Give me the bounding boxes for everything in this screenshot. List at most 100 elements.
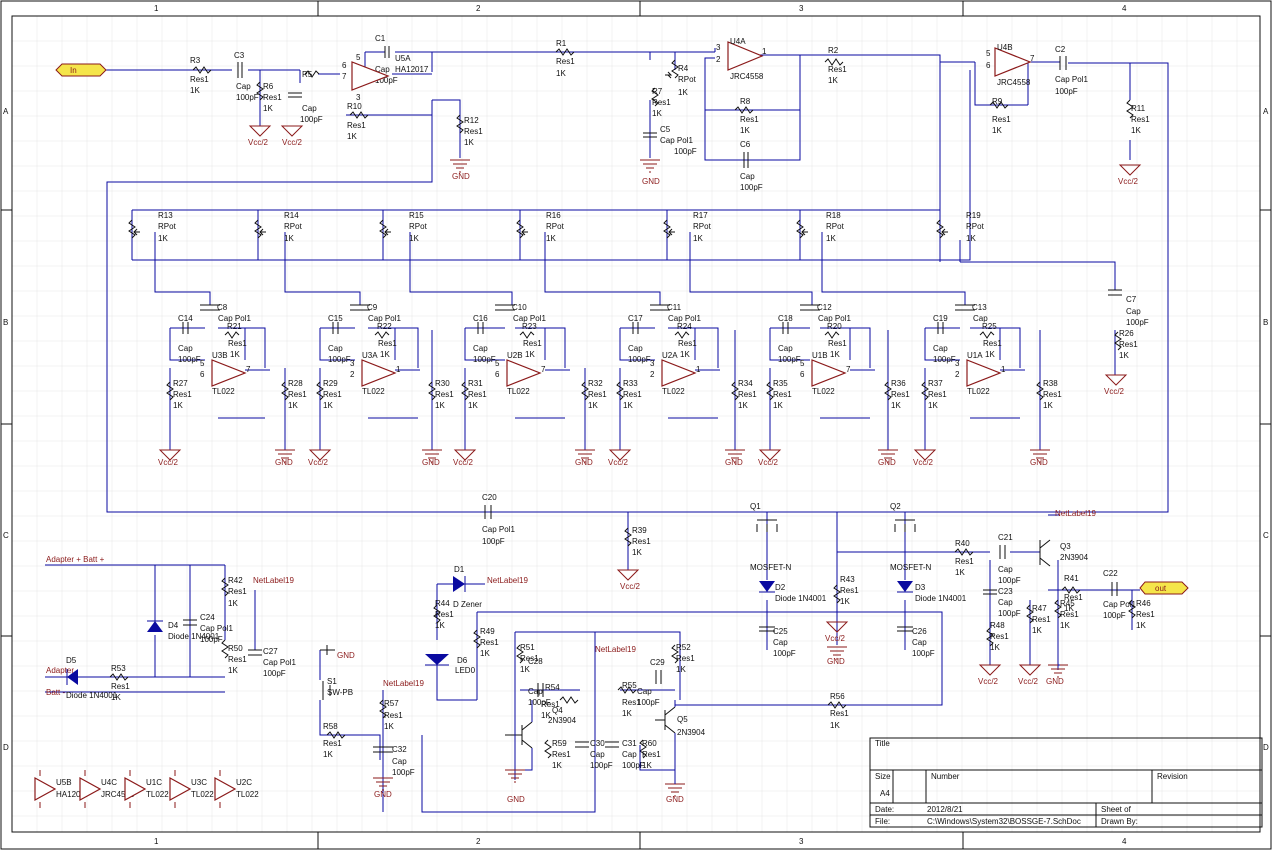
part-r4: R4 RPot 1K [665, 59, 697, 97]
filter-c-ref: C19 [933, 314, 948, 323]
filter-r1-ref: R37 [928, 379, 943, 388]
u4a-ref: U4A [730, 37, 746, 46]
filter-rf-type: Res1 [228, 339, 247, 348]
drawn-by-label: Drawn By: [1101, 817, 1138, 826]
filter-c-value: 100pF [628, 355, 651, 364]
c5-type: Cap Pol1 [660, 136, 693, 145]
part-d2: D2 Diode 1N4001 [759, 581, 827, 603]
power-unit-part: TL022 [236, 790, 259, 799]
part-r10: R10 Res1 1K [347, 102, 369, 141]
r17-ref: R17 [693, 211, 708, 220]
net-out-port: out [1139, 581, 1189, 595]
filter-c-type: Cap [933, 344, 948, 353]
part-r8: R8 Res1 1K [734, 97, 759, 135]
part-r43: R43 Res1 1K Vcc/2 GND [825, 575, 859, 666]
vcc2-label: Vcc/2 [1018, 677, 1039, 686]
filter-rf-type: Res1 [378, 339, 397, 348]
r13-ref: R13 [158, 211, 173, 220]
power-unit-ref: U3C [191, 778, 207, 787]
filter-r2-ref: R30 [435, 379, 450, 388]
filter-c-type: Cap [178, 344, 193, 353]
r10-type: Res1 [347, 121, 366, 130]
filter-pin2: 2 [955, 370, 960, 379]
part-r48: R48 Res1 1K [986, 621, 1009, 652]
part-q5: Q5 2N3904 [655, 706, 706, 737]
c26-type: Cap [912, 638, 927, 647]
c30-value: 100pF [590, 761, 613, 770]
d4-ref: D4 [168, 621, 179, 630]
filter-rf-value: 1K [985, 350, 995, 359]
r51-type: Res1 [520, 654, 539, 663]
vcc2-label: Vcc/2 [158, 458, 179, 467]
c31-ref: C31 [622, 739, 637, 748]
part-r52: R52 Res1 1K [671, 643, 695, 674]
r48-type: Res1 [990, 632, 1009, 641]
r57-ref: R57 [384, 699, 399, 708]
filter-r2-type: Res1 [435, 390, 454, 399]
gnd-label: GND [642, 177, 660, 186]
r9-ref: R9 [992, 97, 1003, 106]
r2-value: 1K [828, 76, 838, 85]
power-units-row: U5BHA12017U4CJRC4558U1CTL022U3CTL022U2CT… [34, 770, 259, 808]
r8-value: 1K [740, 126, 750, 135]
filter-rf-value: 1K [380, 350, 390, 359]
power-unit-part: HA12017 [56, 790, 90, 799]
q5-ref: Q5 [677, 715, 688, 724]
filter-cp-ref: C8 [217, 303, 228, 312]
filter-r2-value: 1K [891, 401, 901, 410]
filter-c-type: Cap [328, 344, 343, 353]
r15-ref: R15 [409, 211, 424, 220]
r40-ref: R40 [955, 539, 970, 548]
svg-text:7: 7 [342, 72, 347, 81]
filter-cp-type: Cap [973, 314, 988, 323]
r40-type: Res1 [955, 557, 974, 566]
filter-pinout: 7 [541, 365, 546, 374]
filter-cp-ref: C13 [972, 303, 987, 312]
number-label: Number [931, 772, 960, 781]
filter-rf-ref: R20 [827, 322, 842, 331]
filter-cp-type: Cap Pol1 [668, 314, 701, 323]
c6-type: Cap [740, 172, 755, 181]
filter-pinout: 7 [246, 365, 251, 374]
filter-cp-ref: C9 [367, 303, 378, 312]
filter-rf-ref: R21 [227, 322, 242, 331]
wires [45, 48, 1169, 813]
d5-ref: D5 [66, 656, 77, 665]
part-q2: Q2 MOSFET-N [890, 502, 932, 572]
r51-value: 1K [520, 665, 530, 674]
r49-type: Res1 [480, 638, 499, 647]
netlabel19-d1: NetLabel19 [487, 576, 528, 585]
c30-type: Cap [590, 750, 605, 759]
q5-part: 2N3904 [677, 728, 706, 737]
filter-rf-type: Res1 [828, 339, 847, 348]
filter-r1-ref: R33 [623, 379, 638, 388]
part-c28: C28 Cap 100pF [528, 657, 551, 707]
r45-value: 1K [1060, 621, 1070, 630]
part-r26: R26 Res1 1K [1114, 329, 1138, 360]
vcc2-symbol-r6: Vcc/2 [248, 125, 272, 147]
r58-type: Res1 [323, 739, 342, 748]
r5-type: Cap [302, 104, 317, 113]
power-unit-ref: U2C [236, 778, 252, 787]
r18-ref: R18 [826, 211, 841, 220]
gnd-symbol-q4: GND [505, 769, 525, 804]
filter-pinout: 1 [696, 365, 701, 374]
zone-col-4-top: 4 [1122, 4, 1127, 13]
part-r42: R42 Res1 1K NetLabel19 [221, 576, 294, 608]
c27-value: 100pF [263, 669, 286, 678]
part-r54: R54 Res1 1K [541, 683, 579, 720]
c28-value: 100pF [528, 698, 551, 707]
c24-type: Cap Pol1 [200, 624, 233, 633]
r56-ref: R56 [830, 692, 845, 701]
r44-value: 1K [435, 621, 445, 630]
filter-r1-value: 1K [323, 401, 333, 410]
r6-value: 1K [263, 104, 273, 113]
filter-c-value: 100pF [933, 355, 956, 364]
part-d6: D6 LED0 [425, 654, 476, 675]
filter-c-value: 100pF [473, 355, 496, 364]
d6-ref: D6 [457, 656, 468, 665]
power-unit-part: TL022 [191, 790, 214, 799]
